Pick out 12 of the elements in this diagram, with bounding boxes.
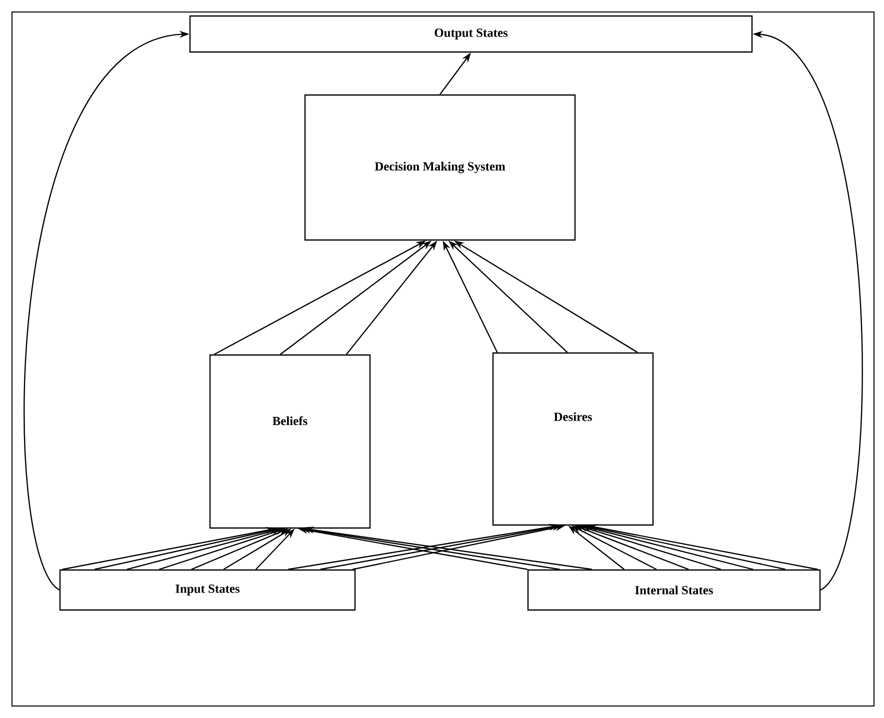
box-label: Beliefs (272, 416, 308, 426)
box (209, 354, 371, 529)
box-label: Input States (176, 584, 240, 596)
box-label: Decision Making System (374, 162, 506, 174)
box (304, 94, 576, 241)
box-label: Internal States (635, 586, 713, 594)
box (189, 15, 753, 53)
box-label: Desires (554, 412, 592, 422)
box-label: Output States (434, 28, 508, 40)
box (527, 569, 821, 611)
box (492, 352, 654, 526)
box (59, 569, 356, 611)
